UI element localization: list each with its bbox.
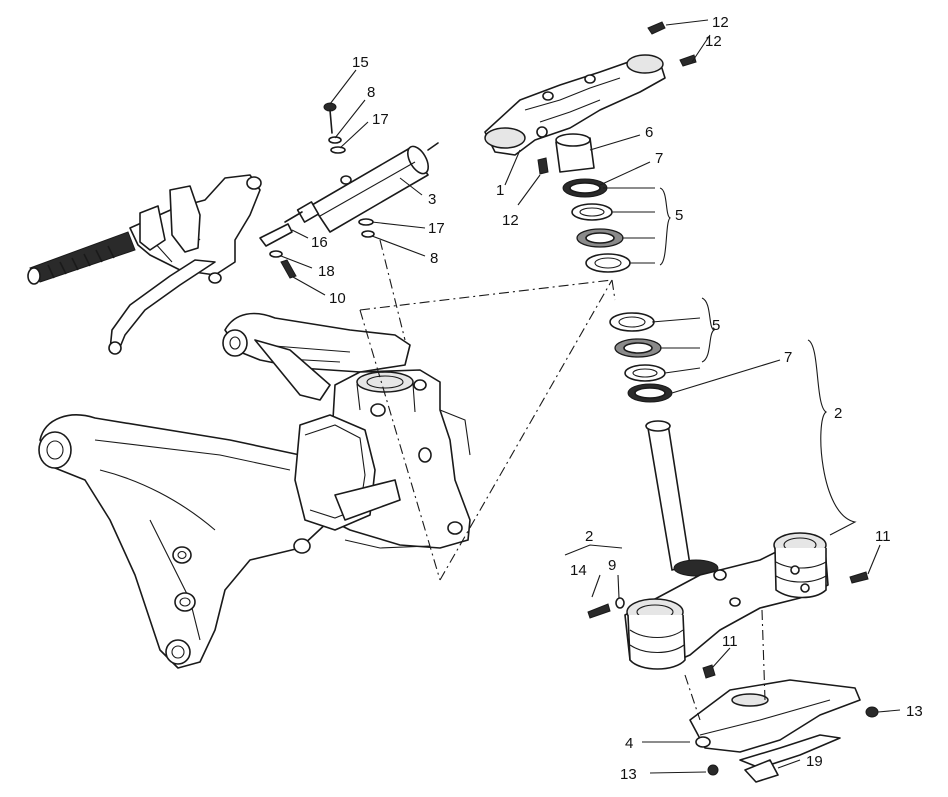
callout-4: 4 <box>625 735 633 752</box>
callout-8-right: 8 <box>430 250 438 267</box>
callout-6: 6 <box>645 124 653 141</box>
callout-13-right: 13 <box>906 703 923 720</box>
callout-17-top: 17 <box>372 111 389 128</box>
callout-2-left: 2 <box>585 528 593 545</box>
callout-13-bottom: 13 <box>620 766 637 783</box>
callout-12-right: 12 <box>705 33 722 50</box>
callout-11-right: 11 <box>875 528 891 545</box>
callout-19: 19 <box>806 753 823 770</box>
callout-10: 10 <box>329 290 346 307</box>
callout-5-lower: 5 <box>712 317 720 334</box>
callout-16: 16 <box>311 234 328 251</box>
callout-7-lower: 7 <box>784 349 792 366</box>
callout-12-yoke: 12 <box>502 212 519 229</box>
callout-1: 1 <box>496 182 504 199</box>
bottom-yoke-drawing <box>587 420 869 679</box>
callout-5-top: 5 <box>675 207 683 224</box>
callout-3: 3 <box>428 191 436 208</box>
frame-drawing <box>38 312 471 669</box>
callout-17-right: 17 <box>428 220 445 237</box>
alignment-lines <box>359 239 766 721</box>
callout-14: 14 <box>570 562 587 579</box>
callout-2-right: 2 <box>834 405 842 422</box>
callout-labels: 12 12 15 8 17 6 7 1 12 3 5 17 16 8 18 10… <box>311 14 923 783</box>
leader-lines <box>280 19 901 774</box>
upper-bearings-drawing <box>562 178 631 273</box>
callout-15: 15 <box>352 54 369 71</box>
callout-12-top: 12 <box>712 14 729 31</box>
damper-drawing <box>259 102 439 279</box>
callout-7-top: 7 <box>655 150 663 167</box>
callout-8-top: 8 <box>367 84 375 101</box>
cover-plate-drawing <box>689 679 879 783</box>
lower-bearings-drawing <box>609 312 673 403</box>
callout-18: 18 <box>318 263 335 280</box>
callout-11-lower: 11 <box>722 633 738 650</box>
top-yoke-drawing <box>484 21 697 175</box>
handlebar-drawing <box>27 174 262 355</box>
callout-9: 9 <box>608 557 616 574</box>
